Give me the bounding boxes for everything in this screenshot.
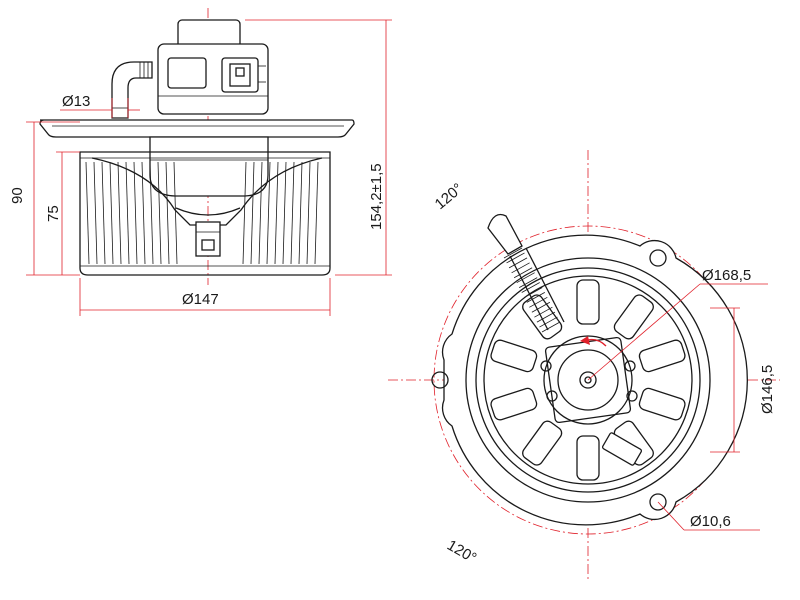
side-view: Ø13 90 75 Ø147 154,2±1,5 (9, 8, 392, 316)
shaft-dia-label: Ø13 (62, 93, 90, 110)
connector-icon (221, 57, 266, 93)
elbow-pipe-icon (111, 61, 153, 119)
height-90-label: 90 (9, 187, 26, 204)
dim-bolt-circle: Ø168,5 (587, 267, 768, 381)
dim-height-90: 90 (9, 121, 80, 276)
height-75-label: 75 (45, 205, 62, 222)
hole-dia-label: Ø10,6 (690, 513, 731, 530)
dim-height-75: 75 (45, 151, 80, 275)
front-view: 120° 120° Ø168,5 Ø146,5 Ø10,6 (388, 150, 780, 580)
fan-wheel (79, 151, 331, 276)
angle-bottom-label: 120° (444, 537, 479, 567)
overall-height-label: 154,2±1,5 (368, 163, 385, 230)
dim-wheel-diameter: Ø147 (79, 278, 331, 316)
dim-body-diameter: Ø146,5 (710, 307, 776, 453)
screw-icon (540, 360, 638, 402)
bolt-circle-label: Ø168,5 (702, 267, 751, 284)
angle-top-label: 120° (432, 180, 467, 213)
spring-pipe-icon (487, 213, 565, 333)
mounting-hole-icon (431, 249, 667, 511)
wheel-dia-label: Ø147 (182, 291, 219, 308)
dim-shaft-diameter: Ø13 (60, 93, 140, 118)
body-dia-label: Ø146,5 (759, 365, 776, 414)
dim-hole-diameter: Ø10,6 (657, 501, 760, 531)
dim-overall-height: 154,2±1,5 (245, 19, 392, 276)
